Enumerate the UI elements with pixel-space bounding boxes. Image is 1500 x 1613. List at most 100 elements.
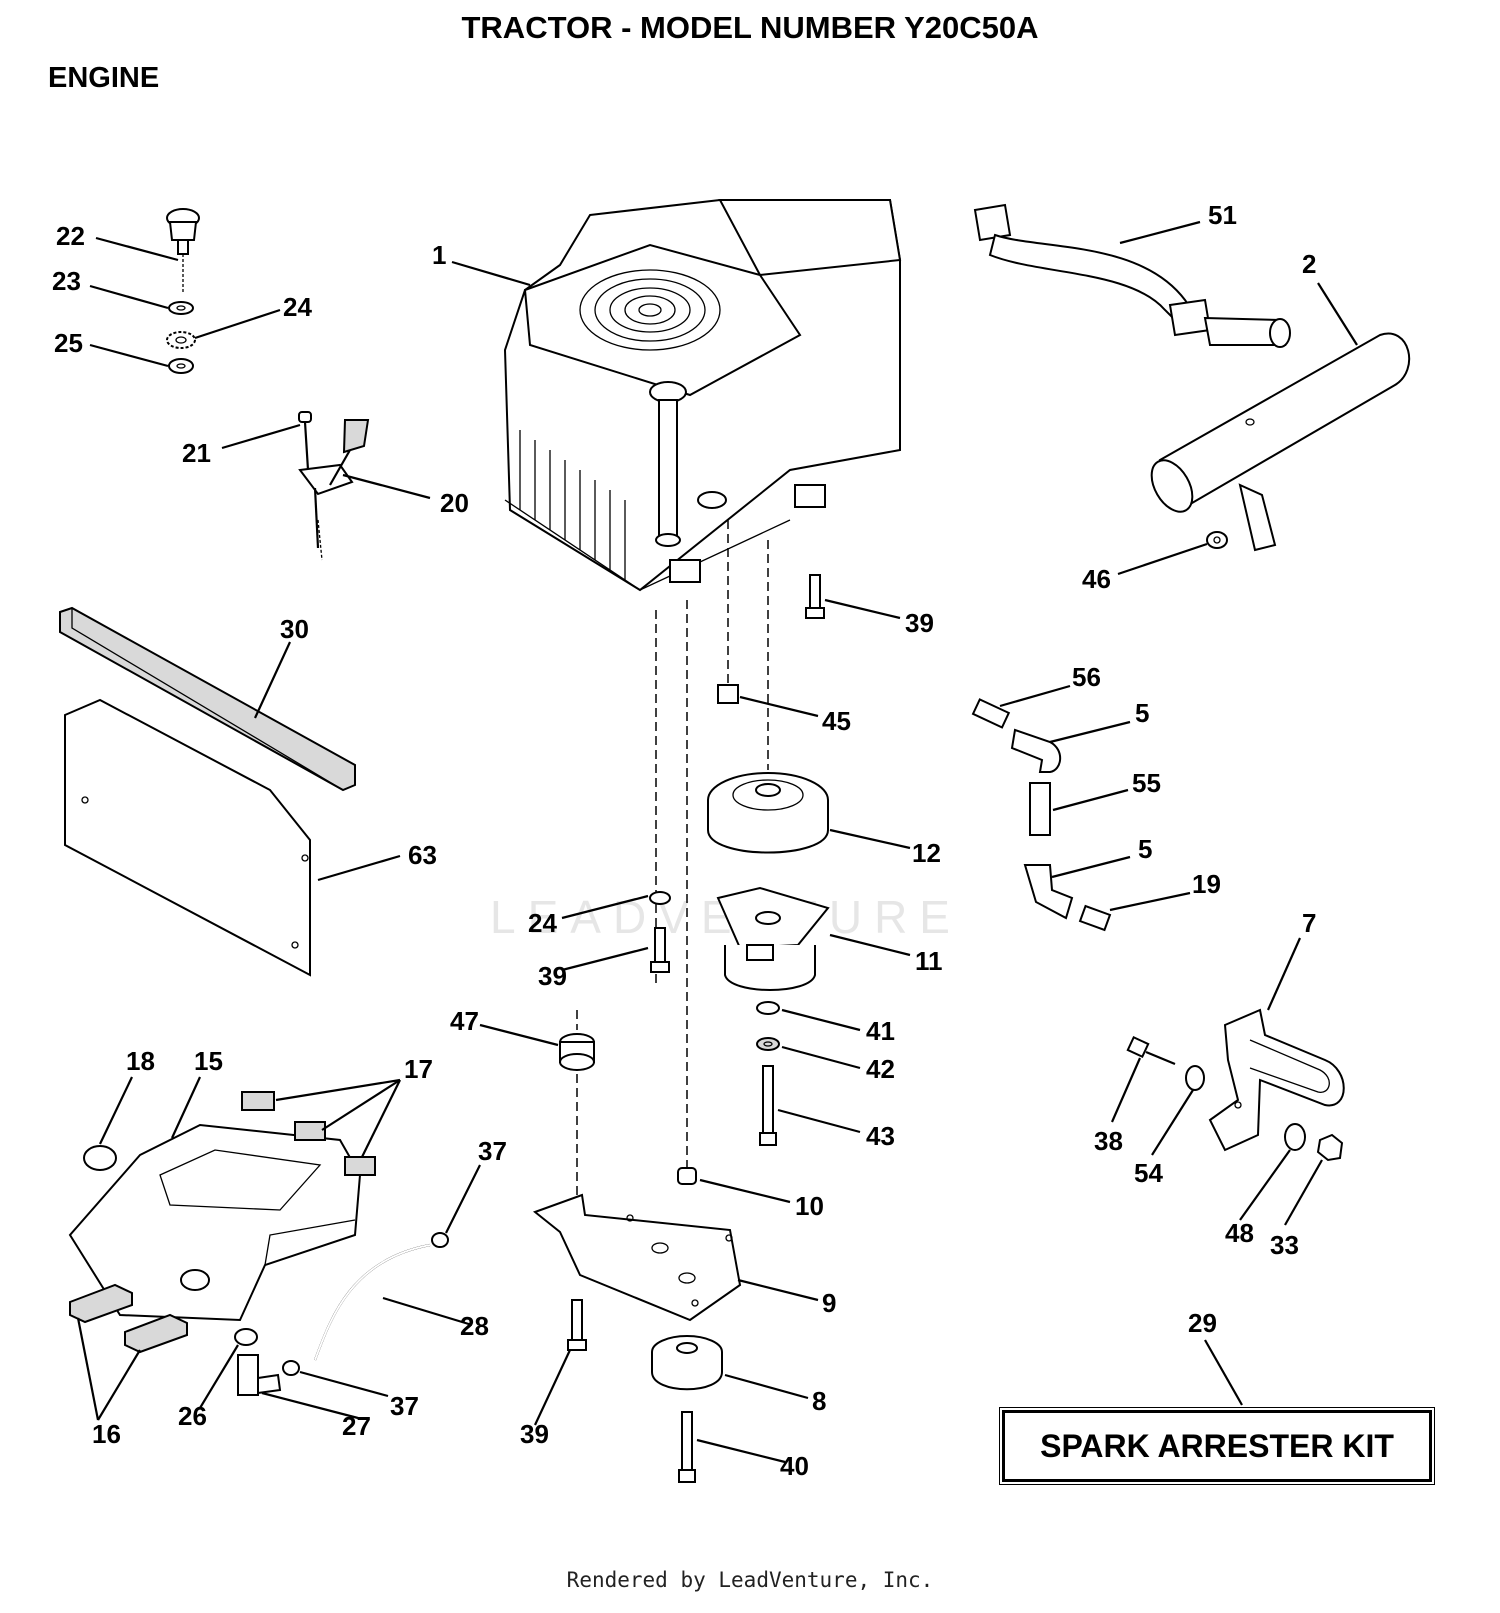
part-38-bolt (1126, 1035, 1176, 1066)
callout-11: 11 (915, 946, 943, 976)
callout-39: 39 (520, 1419, 549, 1449)
callout-43: 43 (866, 1121, 895, 1151)
part-54-washer (1185, 1065, 1205, 1091)
callout-9: 9 (822, 1288, 836, 1318)
part-2-muffler (1150, 332, 1411, 552)
callout-28: 28 (460, 1311, 489, 1341)
part-7-mounting-bracket (1208, 1008, 1345, 1152)
callout-45: 45 (822, 706, 851, 736)
part-22-dipstick-knob (166, 208, 200, 292)
part-33-nut (1316, 1133, 1344, 1162)
part-17-pad-b (294, 1121, 326, 1141)
part-15-fuel-tank (68, 1123, 362, 1322)
callout-16: 16 (92, 1419, 121, 1449)
callout-8: 8 (812, 1386, 826, 1416)
part-9-idler-bracket (532, 1193, 742, 1322)
part-18-fuel-cap (83, 1145, 117, 1171)
callout-7: 7 (1302, 908, 1316, 938)
callout-10: 10 (795, 1191, 824, 1221)
part-20-throttle-bracket (298, 419, 370, 561)
callout-19: 19 (1192, 869, 1221, 899)
part-12-pulley (707, 772, 829, 854)
callout-22: 22 (56, 221, 85, 251)
part-26-grommet (234, 1328, 258, 1346)
callout-21: 21 (182, 438, 211, 468)
part-5-elbow-lower (1023, 864, 1074, 920)
callout-48: 48 (1225, 1218, 1254, 1248)
callout-55: 55 (1132, 768, 1161, 798)
callout-2: 2 (1302, 249, 1316, 279)
callout-27: 27 (342, 1411, 371, 1441)
callout-12: 12 (912, 838, 941, 868)
callout-labels: 22 23 24 25 21 20 1 51 2 46 30 63 39 45 … (52, 200, 1316, 1481)
callout-37: 37 (478, 1136, 507, 1166)
callout-37: 37 (390, 1391, 419, 1421)
part-63-shield-plate (64, 698, 311, 977)
part-51-exhaust-pipe (973, 203, 1291, 348)
part-27-fuel-valve (237, 1354, 282, 1396)
part-37-clamp-lower (282, 1360, 300, 1376)
part-39-bolt-upper (805, 574, 825, 619)
section-heading: ENGINE (48, 62, 160, 94)
part-8-idler-pulley (651, 1335, 723, 1391)
part-21-cable-pin (298, 411, 312, 471)
part-17-pad-c (344, 1156, 376, 1176)
part-25-washer (168, 358, 194, 374)
part-17-pad-a (241, 1091, 275, 1111)
callout-46: 46 (1082, 564, 1111, 594)
part-24-washer-lower (649, 891, 671, 905)
part-24-lock-washer (166, 331, 196, 349)
callout-24: 24 (283, 292, 312, 322)
callout-40: 40 (780, 1451, 809, 1481)
part-46-washer (1206, 531, 1228, 549)
part-16-pad-a (69, 1283, 133, 1324)
callout-30: 30 (280, 614, 309, 644)
callout-20: 20 (440, 488, 469, 518)
part-41-washer (756, 1001, 780, 1015)
callout-33: 33 (1270, 1230, 1299, 1260)
part-43-bolt (759, 1065, 777, 1146)
part-28-fuel-line (313, 1243, 431, 1361)
callout-56: 56 (1072, 662, 1101, 692)
part-30-foam-strip (59, 606, 356, 792)
part-1-engine (503, 199, 902, 592)
part-5-elbow-upper (1010, 728, 1062, 773)
part-40-bolt (678, 1411, 696, 1483)
part-19-plug (1078, 904, 1112, 932)
spark-arrester-kit-box: SPARK ARRESTER KIT (1002, 1410, 1432, 1482)
callout-38: 38 (1094, 1126, 1123, 1156)
callout-29: 29 (1188, 1308, 1217, 1338)
callout-54: 54 (1134, 1158, 1163, 1188)
part-56-fitting (971, 698, 1011, 729)
part-47-spacer (559, 1033, 595, 1071)
callout-25: 25 (54, 328, 83, 358)
part-48-washer (1284, 1123, 1306, 1151)
part-10-bushing (677, 1167, 697, 1185)
leader-lines (76, 220, 1358, 1464)
callout-15: 15 (194, 1046, 223, 1076)
callout-5: 5 (1135, 698, 1149, 728)
callout-17: 17 (404, 1054, 433, 1084)
callout-39: 39 (538, 961, 567, 991)
part-23-washer (168, 301, 194, 315)
part-45-nut (717, 684, 739, 704)
part-11-electric-clutch (716, 886, 830, 991)
part-39-bolt-lower (567, 1299, 587, 1351)
part-16-pad-b (124, 1313, 188, 1354)
callout-18: 18 (126, 1046, 155, 1076)
callout-41: 41 (866, 1016, 895, 1046)
callout-1: 1 (432, 240, 446, 270)
callout-51: 51 (1208, 200, 1237, 230)
callout-47: 47 (450, 1006, 479, 1036)
callout-26: 26 (178, 1401, 207, 1431)
footer-credit: Rendered by LeadVenture, Inc. (566, 1568, 934, 1592)
callout-39: 39 (905, 608, 934, 638)
part-55-nipple (1029, 782, 1051, 836)
callout-5: 5 (1138, 834, 1152, 864)
part-42-lock-washer (756, 1037, 780, 1051)
part-37-clamp-upper (431, 1232, 449, 1248)
part-39-bolt-middle (650, 927, 670, 973)
callout-23: 23 (52, 266, 81, 296)
callout-24: 24 (528, 908, 557, 938)
